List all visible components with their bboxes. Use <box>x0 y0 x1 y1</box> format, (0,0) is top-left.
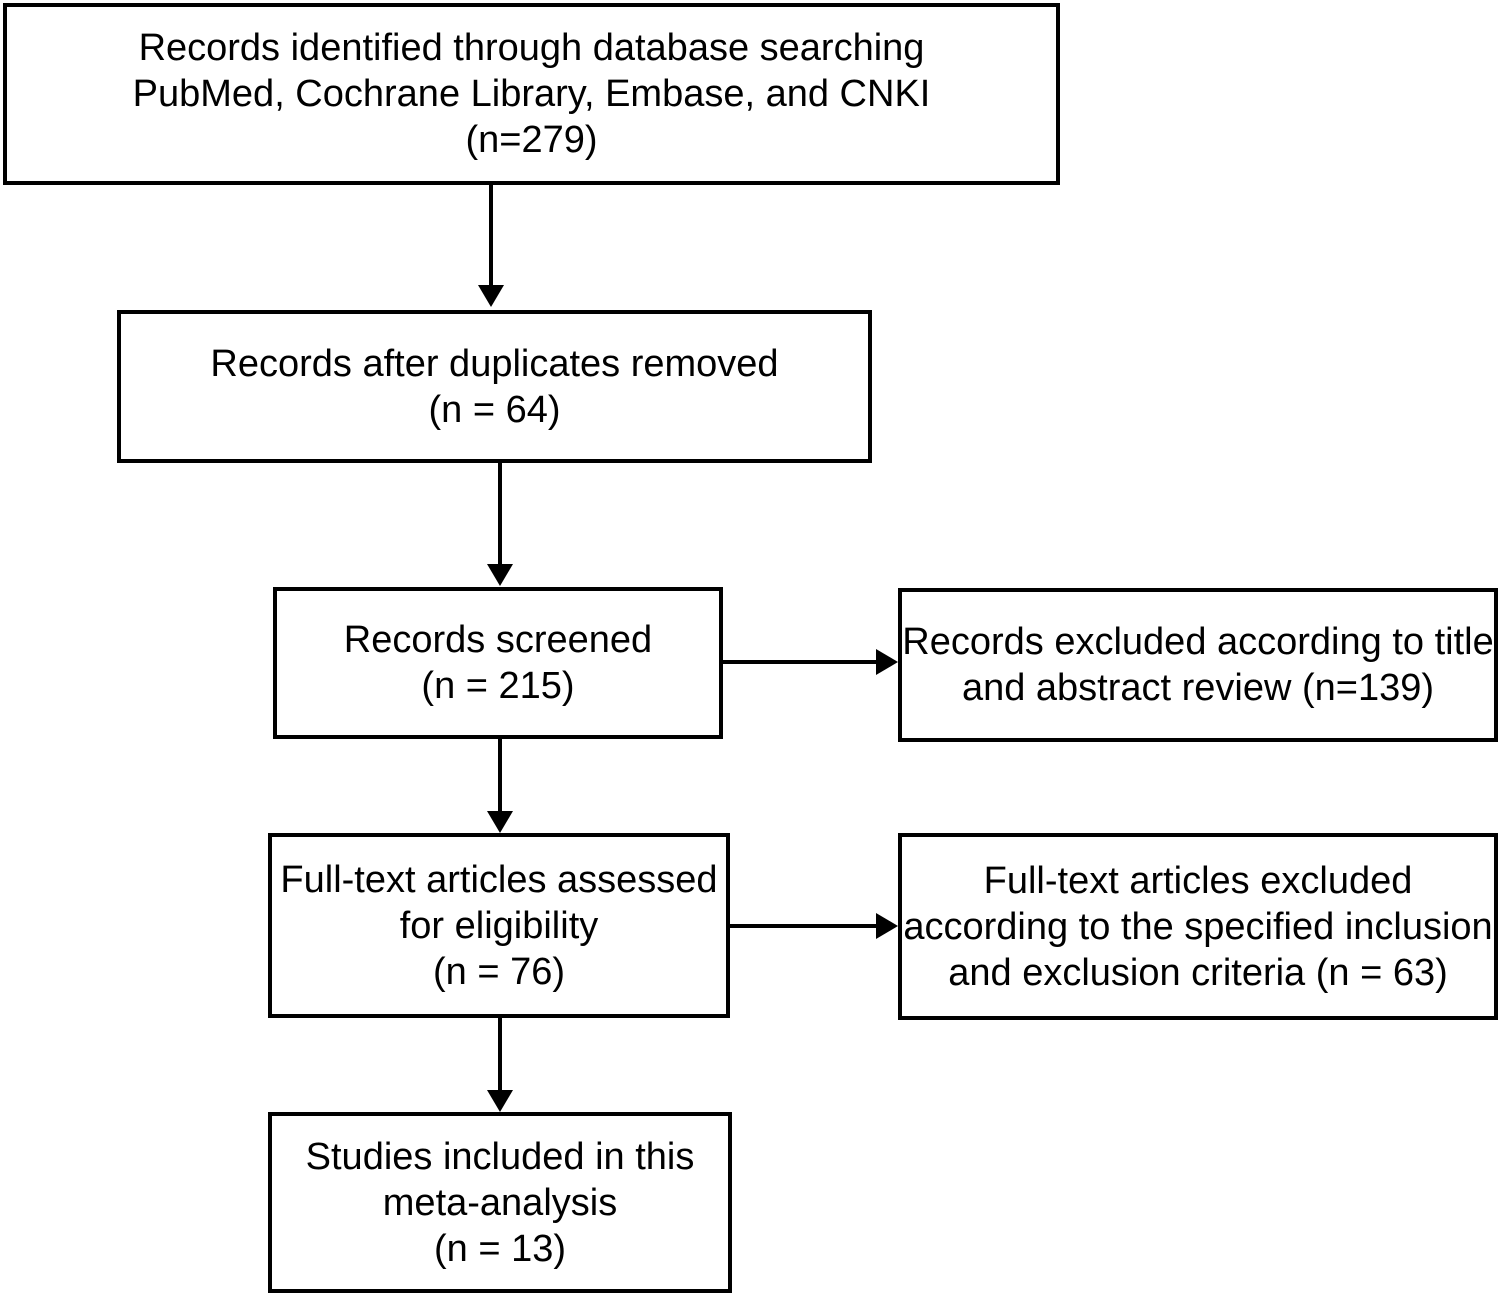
box-fulltext-assessed: Full-text articles assessed for eligibil… <box>268 833 730 1018</box>
box-studies-included: Studies included in this meta-analysis (… <box>268 1112 732 1293</box>
arrow-down-icon <box>487 1090 513 1112</box>
box-duplicates-removed: Records after duplicates removed (n = 64… <box>117 310 872 463</box>
box-records-identified: Records identified through database sear… <box>3 3 1060 185</box>
arrow-screened-to-fulltext-shaft <box>498 738 502 813</box>
arrow-down-icon <box>478 285 504 307</box>
studies-included-text-line1: Studies included in this <box>305 1135 695 1178</box>
arrow-down-icon <box>487 811 513 833</box>
records-excluded-text-line1: Records excluded according to title <box>902 621 1494 663</box>
fulltext-excluded-text-line3: and exclusion criteria (n = 63) <box>948 951 1448 994</box>
arrow-duplicates-to-screened-shaft <box>498 462 502 566</box>
arrow-fulltext-to-included-shaft <box>498 1017 502 1092</box>
box-records-excluded: Records excluded according to title and … <box>898 588 1498 742</box>
fulltext-excluded-text-line2: according to the specified inclusion <box>903 905 1493 948</box>
fulltext-assessed-text-line1: Full-text articles assessed <box>280 858 718 901</box>
records-screened-count: (n = 215) <box>421 665 575 707</box>
records-screened-text: Records screened <box>343 619 653 661</box>
arrow-identification-to-duplicates-shaft <box>489 184 493 286</box>
records-identified-text-line1: Records identified through database sear… <box>138 27 925 69</box>
arrow-right-icon <box>876 913 898 939</box>
box-fulltext-excluded: Full-text articles excluded according to… <box>898 833 1498 1020</box>
arrow-fulltext-to-excluded-shaft <box>728 924 878 928</box>
arrow-down-icon <box>487 564 513 586</box>
arrow-right-icon <box>876 649 898 675</box>
studies-included-count: (n = 13) <box>433 1227 567 1270</box>
duplicates-removed-count: (n = 64) <box>428 388 561 431</box>
fulltext-excluded-text-line1: Full-text articles excluded <box>983 859 1413 902</box>
fulltext-assessed-text-line2: for eligibility <box>399 904 599 947</box>
arrow-screened-to-excluded-shaft <box>721 660 878 664</box>
records-excluded-text-line2: and abstract review (n=139) <box>961 667 1435 709</box>
duplicates-removed-text: Records after duplicates removed <box>210 342 779 385</box>
box-records-screened: Records screened (n = 215) <box>273 587 723 739</box>
fulltext-assessed-count: (n = 76) <box>432 950 566 993</box>
records-identified-text-line2: PubMed, Cochrane Library, Embase, and CN… <box>132 73 931 115</box>
studies-included-text-line2: meta-analysis <box>382 1181 618 1224</box>
records-identified-count: (n=279) <box>465 119 598 161</box>
